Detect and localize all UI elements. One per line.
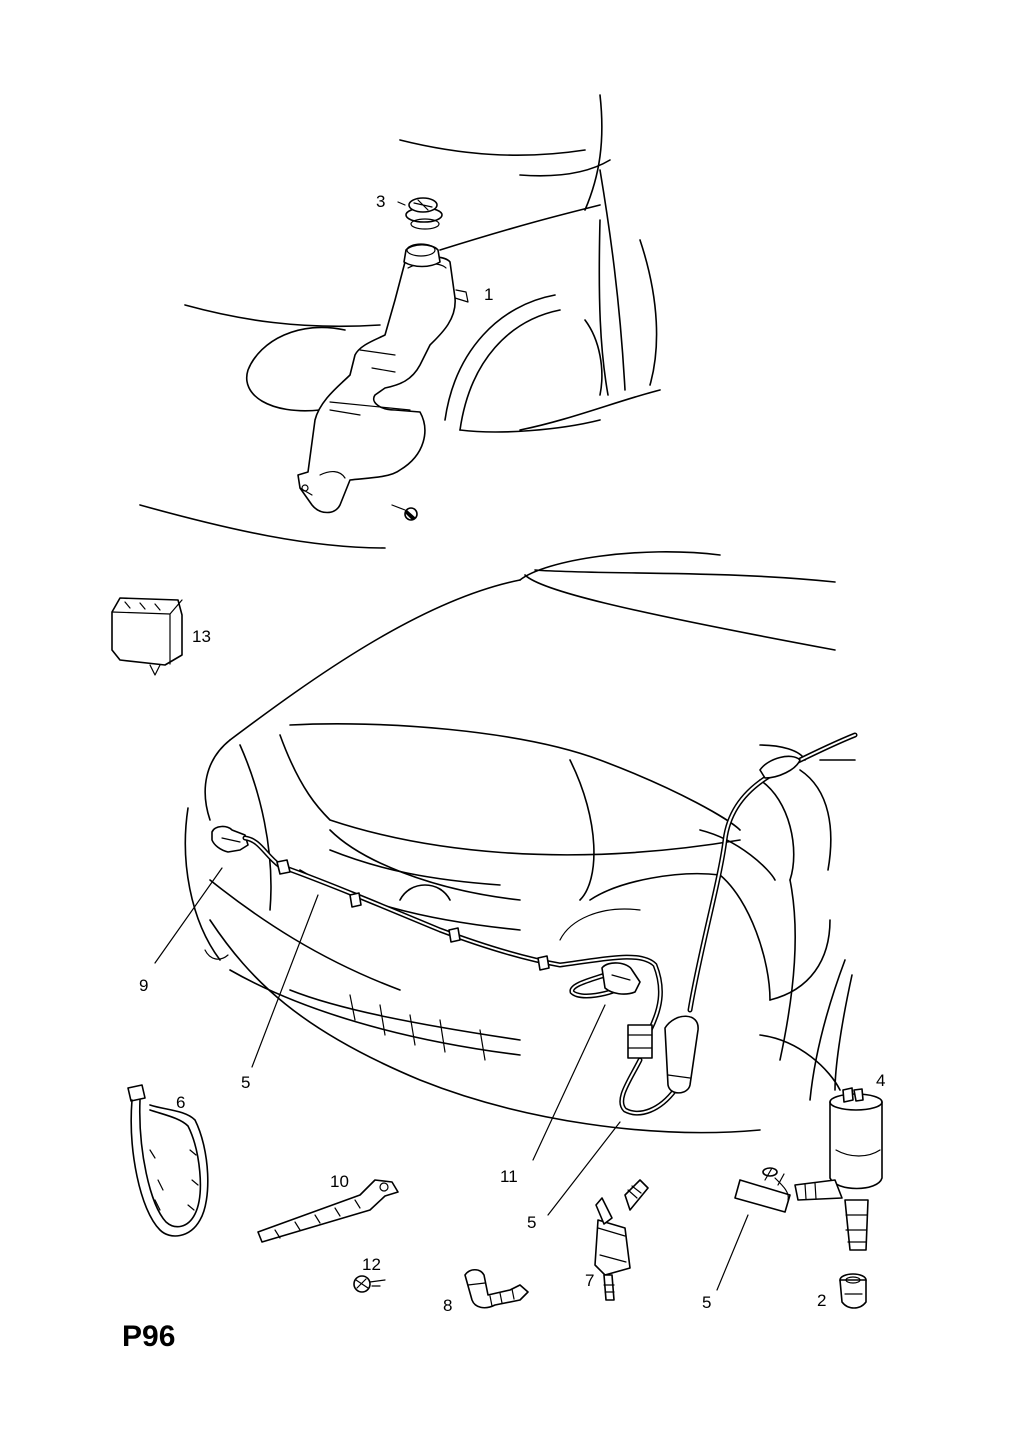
hose-segment (734, 1167, 791, 1213)
washer-pump (794, 1087, 883, 1251)
wheel-arch (245, 294, 601, 433)
callout-7: 7 (585, 1271, 595, 1290)
callout-12: 12 (362, 1255, 381, 1274)
cable-tie (127, 1084, 209, 1237)
callout-5-front: 5 (241, 1073, 251, 1092)
elbow-connector (464, 1268, 529, 1309)
fender-outline (139, 94, 661, 549)
t-connector (594, 1179, 649, 1301)
callout-1: 1 (484, 285, 494, 304)
washer-nozzle-left (211, 825, 249, 853)
callout-4: 4 (876, 1071, 886, 1090)
callout-11: 11 (500, 1167, 518, 1186)
relay (111, 597, 183, 676)
reservoir-bolt (391, 504, 418, 521)
leader-lines-top (397, 201, 406, 206)
washer-fluid-reservoir (297, 243, 469, 514)
pump-grommet (839, 1273, 867, 1309)
callout-6: 6 (176, 1093, 186, 1112)
washer-nozzle-right (569, 962, 641, 999)
callout-8: 8 (443, 1296, 453, 1315)
leader-lines (154, 867, 749, 1291)
callout-13: 13 (192, 627, 211, 646)
callout-2: 2 (817, 1291, 827, 1310)
callout-3: 3 (376, 192, 386, 211)
callout-10: 10 (330, 1172, 349, 1191)
reservoir-cap (405, 197, 443, 230)
page-code: P96 (122, 1320, 176, 1353)
callout-9: 9 (139, 976, 149, 995)
car-front-body (184, 551, 856, 1134)
screw (353, 1275, 386, 1293)
callout-5-bottom: 5 (702, 1293, 712, 1312)
callout-5-right: 5 (527, 1213, 537, 1232)
washer-hose-front (242, 835, 663, 1033)
strap-clip (257, 1179, 399, 1243)
washer-hose-right (619, 732, 858, 1116)
